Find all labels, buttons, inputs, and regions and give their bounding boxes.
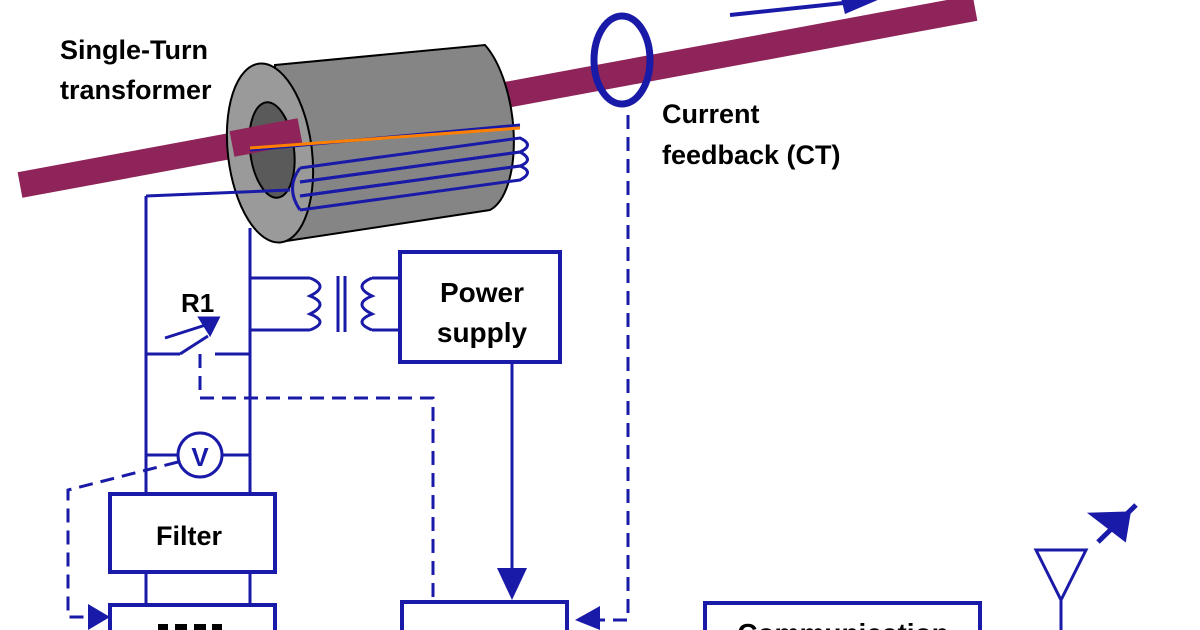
primary-conductor-front bbox=[229, 118, 303, 157]
voltmeter-signal-line bbox=[66, 460, 179, 619]
current-transformer-ring bbox=[590, 12, 654, 108]
voltmeter-signal-arrowhead bbox=[88, 604, 110, 630]
voltmeter-symbol bbox=[176, 431, 224, 479]
antenna-icon bbox=[1033, 548, 1089, 630]
transformer-label-line1: Single-Turn bbox=[60, 35, 208, 65]
communication-label: Communication bbox=[737, 618, 949, 630]
filter-label: Filter bbox=[156, 521, 223, 551]
lower-left-box bbox=[108, 603, 277, 630]
power-supply-label-line2: supply bbox=[437, 317, 528, 348]
controller-box bbox=[400, 600, 569, 630]
filter-box bbox=[108, 492, 277, 574]
lower-left-box-text-fragment bbox=[158, 624, 222, 630]
ct-feedback-arrowhead bbox=[575, 606, 600, 630]
communication-box bbox=[703, 601, 982, 630]
transformer-label-line2: transformer bbox=[60, 75, 212, 105]
isolation-transformer bbox=[306, 276, 376, 332]
power-supply-output-arrowhead bbox=[497, 568, 527, 600]
current-direction-arrowhead bbox=[841, 0, 878, 14]
wireless-signal-icon bbox=[1086, 503, 1138, 544]
r1-control-line bbox=[198, 354, 435, 600]
current-feedback-label-line1: Current bbox=[662, 99, 760, 129]
power-supply-label-line1: Power bbox=[440, 277, 524, 308]
r1-switch bbox=[164, 316, 221, 356]
r1-label: R1 bbox=[181, 288, 214, 318]
current-feedback-label-line2: feedback (CT) bbox=[662, 140, 841, 170]
ct-feedback-line bbox=[590, 115, 630, 622]
circuit-wires bbox=[144, 196, 398, 605]
power-supply-box bbox=[398, 250, 562, 364]
voltmeter-label: V bbox=[191, 442, 209, 472]
winding-highlight bbox=[249, 126, 521, 150]
